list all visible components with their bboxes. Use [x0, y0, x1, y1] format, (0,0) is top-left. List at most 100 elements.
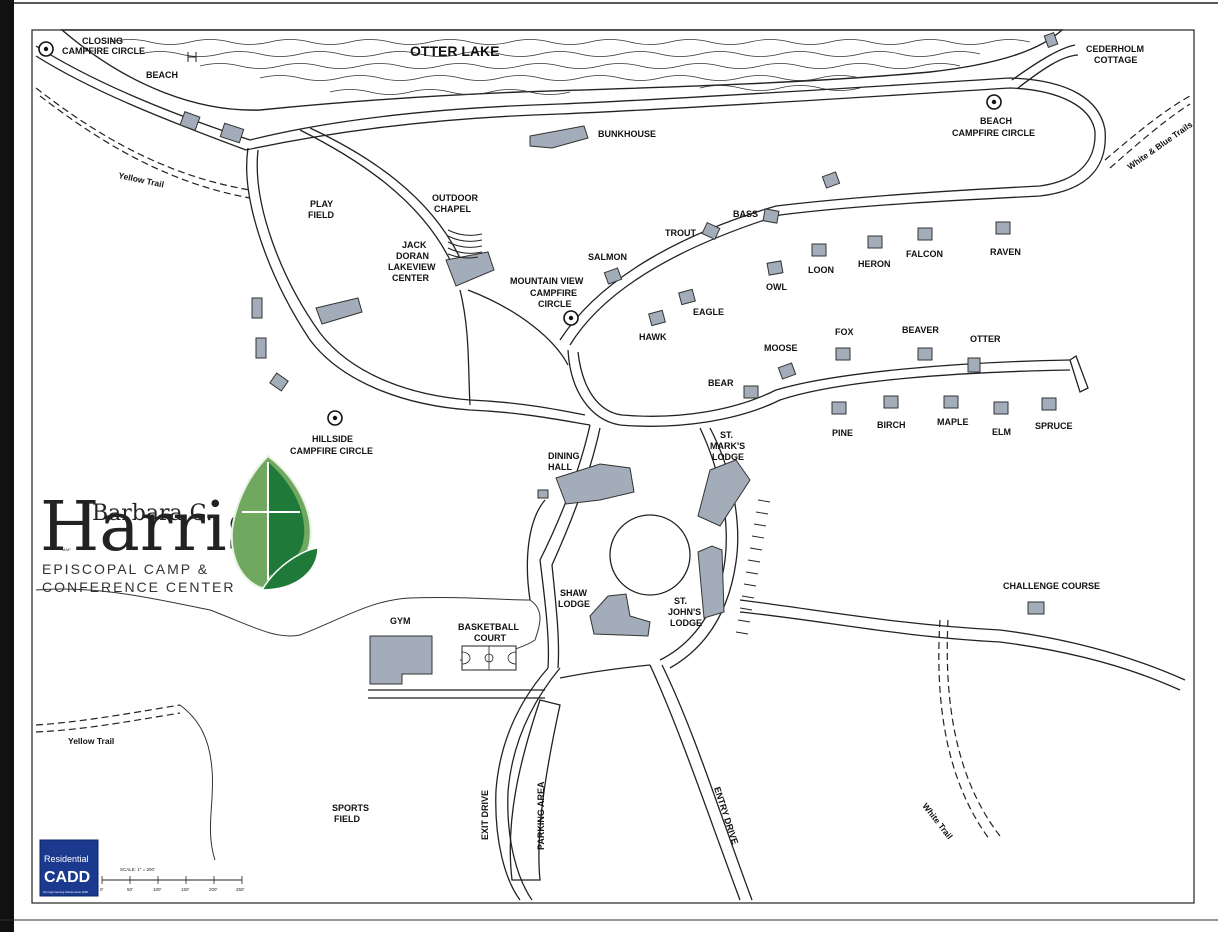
pine-cabin: [831, 401, 847, 415]
st-johns-lodge-building: [697, 545, 725, 619]
shaw-lodge-label-2: LODGE: [558, 599, 590, 609]
cabin-label-falcon: FALCON: [906, 249, 943, 259]
cabin-label-hawk: HAWK: [639, 332, 667, 342]
play-field-label-2: FIELD: [308, 210, 334, 220]
cabin-label-trout: TROUT: [665, 228, 696, 238]
cabin-label-bear: BEAR: [708, 378, 734, 388]
mountain-view-label-3: CIRCLE: [538, 299, 572, 309]
salmon-cabin: [603, 267, 623, 285]
badge-line2: CADD: [44, 869, 90, 886]
bunkhouse-label: BUNKHOUSE: [598, 129, 656, 139]
falcon-cabin: [917, 227, 933, 241]
west-building-3: [269, 372, 289, 392]
scale-tick-50: 50': [127, 887, 133, 892]
owl-cabin: [766, 260, 784, 276]
st-marks-label-3: LODGE: [712, 452, 744, 462]
cabin-label-loon: LOON: [808, 265, 834, 275]
cederholm-label-1: CEDERHOLM: [1086, 44, 1144, 54]
cabin-label-eagle: EAGLE: [693, 307, 724, 317]
closing-campfire-label-1: CLOSING: [82, 36, 123, 46]
sports-field-label-1: SPORTS: [332, 803, 369, 813]
shaw-lodge-label-1: SHAW: [560, 588, 588, 598]
leaf-icon: [230, 454, 319, 591]
scale-bar: SCALE: 1" = 200' 0' 50' 100' 150' 200' 2…: [100, 867, 245, 892]
play-field-label-1: PLAY: [310, 199, 333, 209]
elm-cabin: [993, 401, 1009, 415]
st-johns-label-1: ST.: [674, 596, 687, 606]
cabin-label-moose: MOOSE: [764, 343, 798, 353]
st-marks-label-2: MARK'S: [710, 441, 745, 451]
moose-cabin: [777, 362, 797, 380]
logo-map-tag: MAP: [62, 547, 71, 552]
mountain-view-label-2: CAMPFIRE: [530, 288, 577, 298]
st-marks-lodge-building: [697, 459, 751, 527]
trout-cabin: [701, 221, 721, 241]
sports-field-edge: [35, 588, 541, 661]
beach-campfire-label-1: BEACH: [980, 116, 1012, 126]
cabin-label-salmon: SALMON: [588, 252, 627, 262]
cederholm-cottage-building: [1043, 32, 1059, 48]
basketball-label-2: COURT: [474, 633, 506, 643]
sports-field-label-2: FIELD: [334, 814, 360, 824]
jack-doran-label-3: LAKEVIEW: [388, 262, 436, 272]
challenge-course-marker: [1027, 601, 1045, 615]
scale-label: SCALE: 1" = 200': [120, 867, 155, 872]
west-building-1: [251, 297, 263, 319]
hillside-campfire-label-2: CAMPFIRE CIRCLE: [290, 446, 373, 456]
raven-cabin: [995, 221, 1011, 235]
st-marks-label-1: ST.: [720, 430, 733, 440]
maple-cabin: [943, 395, 959, 409]
badge-line1: Residential: [44, 854, 89, 864]
mountain-view-label-1: MOUNTAIN VIEW: [510, 276, 584, 286]
basketball-court: [461, 645, 517, 671]
gym-building: [369, 635, 433, 685]
dining-hall-label-1: DINING: [548, 451, 580, 461]
scale-tick-100: 100': [153, 887, 162, 892]
cabin-label-spruce: SPRUCE: [1035, 421, 1073, 431]
unnamed-cabin-building: [821, 171, 841, 189]
dining-hall-annex: [537, 489, 549, 499]
beach-campfire-label-2: CAMPFIRE CIRCLE: [952, 128, 1035, 138]
scale-tick-0: 0': [100, 887, 104, 892]
bunkhouse-building: [529, 125, 589, 149]
otter-cabin: [967, 357, 981, 373]
logo-subtitle-2: CONFERENCE CENTER: [42, 579, 235, 595]
scale-tick-150: 150': [181, 887, 190, 892]
campfire-circle-icon-hillside: [327, 410, 343, 426]
left-edge-bar: [0, 0, 14, 932]
basketball-label-1: BASKETBALL: [458, 622, 519, 632]
cabin-label-heron: HERON: [858, 259, 891, 269]
cabin-label-elm: ELM: [992, 427, 1011, 437]
cabin-label-maple: MAPLE: [937, 417, 969, 427]
cabin-label-birch: BIRCH: [877, 420, 906, 430]
cabin-label-otter: OTTER: [970, 334, 1001, 344]
jack-doran-label-1: JACK: [402, 240, 427, 250]
cabin-label-pine: PINE: [832, 428, 853, 438]
beach-hut-icon: [187, 52, 197, 62]
parking-area-label: PARKING AREA: [536, 781, 546, 850]
cabin-label-owl: OWL: [766, 282, 787, 292]
logo-text-line1: Barbara C.: [92, 501, 213, 526]
dining-hall-label-2: HALL: [548, 462, 572, 472]
residential-cadd-badge: Residential CADD Our logo! serving Clien…: [39, 839, 99, 897]
campfire-circle-icon-beach: [986, 94, 1002, 110]
hawk-cabin: [648, 309, 666, 327]
campfire-circle-icon-mountain-view: [563, 310, 579, 326]
st-johns-label-2: JOHN'S: [668, 607, 701, 617]
shaw-lodge-building: [589, 593, 651, 637]
campfire-circle-icon-closing: [38, 41, 54, 57]
trail-lines: [35, 87, 1191, 841]
sports-field-west-edge: [179, 704, 216, 861]
cabin-label-fox: FOX: [835, 327, 854, 337]
camp-logo: Barbara C. Harris MAP EPISCOPAL CAMP & C…: [40, 488, 262, 595]
otter-lake: [60, 29, 1064, 111]
lake-label: OTTER LAKE: [410, 43, 499, 59]
cabin-label-raven: RAVEN: [990, 247, 1021, 257]
heron-cabin: [867, 235, 883, 249]
play-field-building: [315, 297, 363, 325]
beach-building-1: [179, 111, 201, 131]
dining-hall-building: [555, 463, 635, 505]
spruce-cabin: [1041, 397, 1057, 411]
cabin-label-beaver: BEAVER: [902, 325, 939, 335]
